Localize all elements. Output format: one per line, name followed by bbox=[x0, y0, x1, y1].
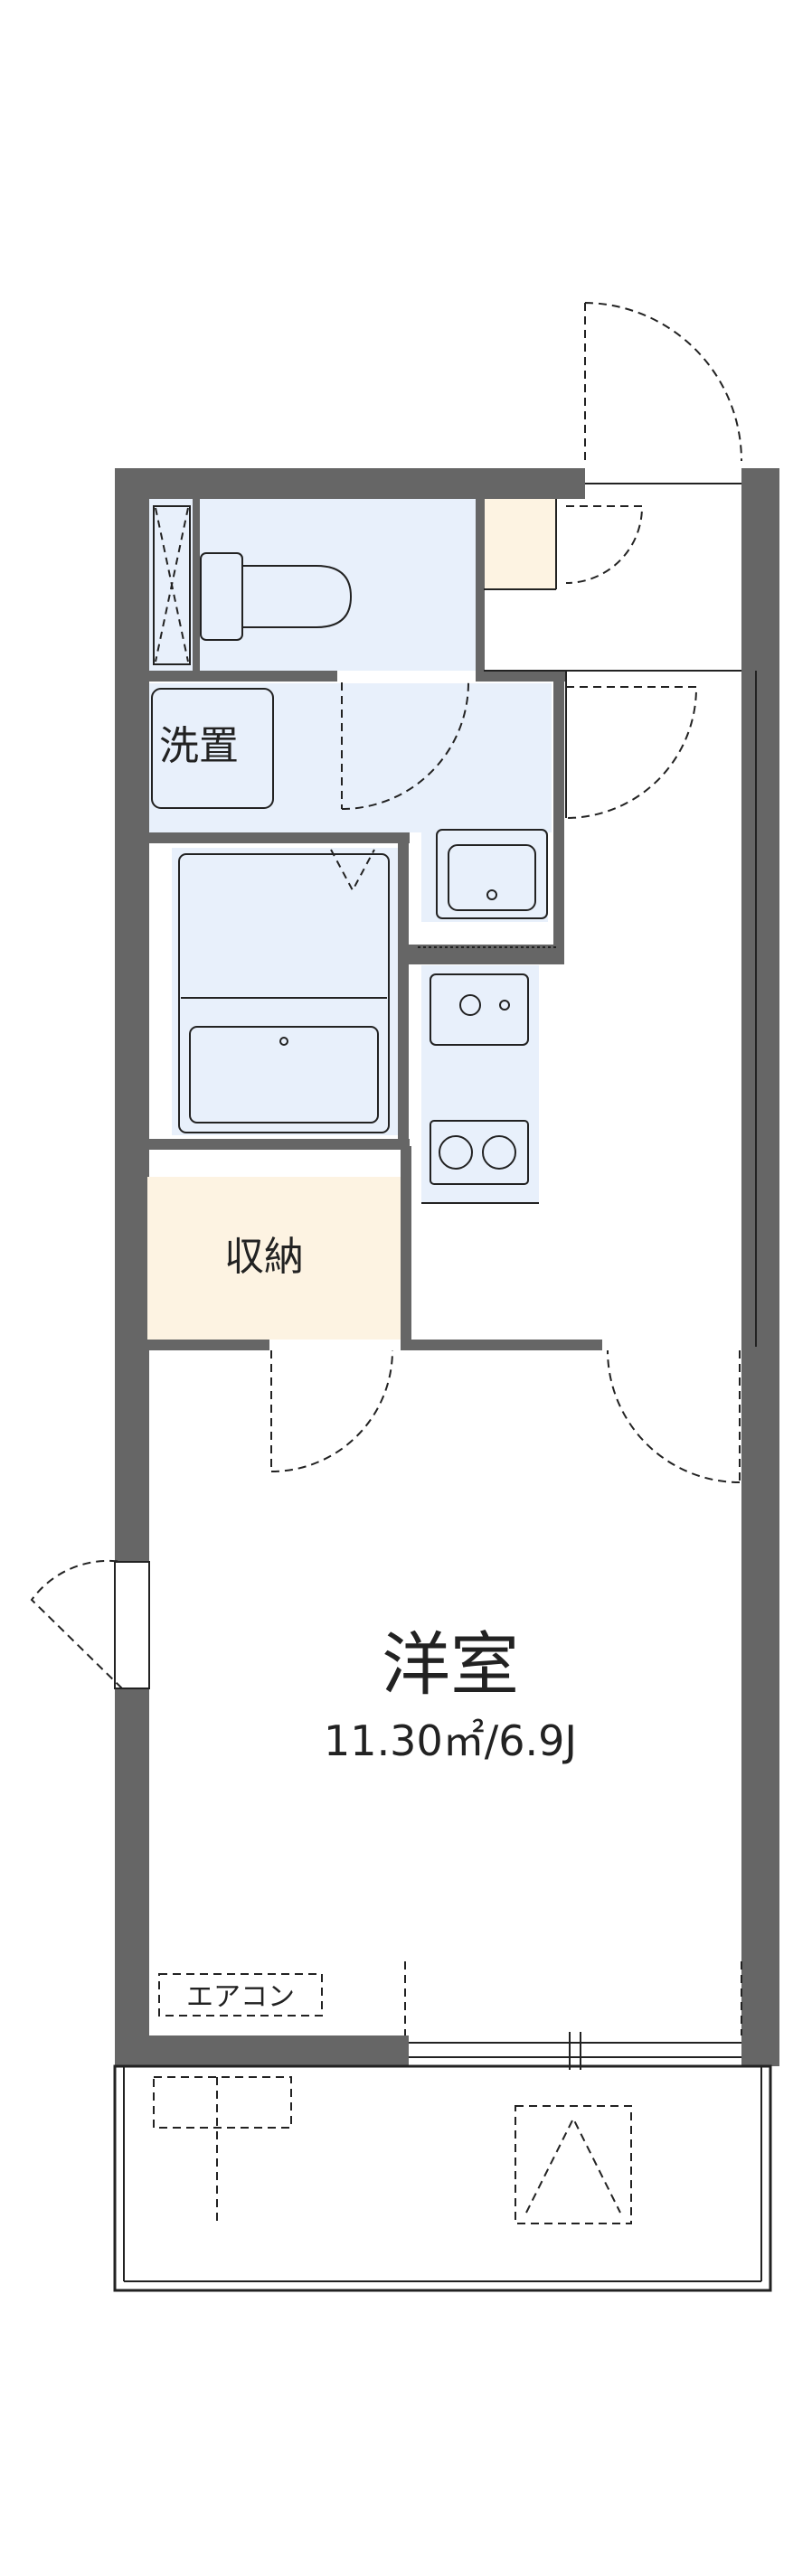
closet-box bbox=[153, 505, 191, 665]
toilet-bowl bbox=[241, 565, 353, 628]
wall-left-upper bbox=[115, 468, 149, 1562]
wall-bottom-right bbox=[741, 2035, 779, 2066]
entrance-door-inner bbox=[565, 505, 644, 584]
aircon-label: エアコン bbox=[186, 1981, 295, 2013]
entrance-door bbox=[584, 302, 742, 462]
evac-ladder bbox=[525, 2116, 621, 2214]
walls bbox=[115, 468, 779, 2066]
wall-inner-toilet-left bbox=[193, 499, 200, 675]
shoe-box bbox=[484, 499, 556, 589]
burner-2 bbox=[482, 1135, 516, 1170]
wall-inner-toilet bbox=[476, 499, 485, 680]
laundry-label: 洗置 bbox=[159, 723, 239, 769]
bathtub-drain bbox=[279, 1037, 288, 1046]
wall-bottom-left bbox=[115, 2035, 409, 2066]
toilet-door bbox=[341, 682, 469, 810]
wall-bath-top bbox=[147, 832, 410, 843]
outdoor-unit bbox=[153, 2076, 292, 2129]
wall-inner-h2 bbox=[476, 671, 566, 682]
room-door-left bbox=[270, 1349, 393, 1472]
toilet-tank bbox=[200, 552, 243, 641]
kitchen-drain bbox=[499, 1000, 510, 1011]
storage-box bbox=[147, 1177, 401, 1340]
balcony bbox=[113, 2064, 772, 2292]
side-window-swing bbox=[30, 1559, 123, 1689]
bath-door bbox=[330, 849, 375, 893]
washer-space bbox=[151, 688, 274, 809]
wall-bath-right bbox=[398, 832, 409, 1146]
storage-label: 収納 bbox=[224, 1234, 304, 1280]
wall-left-lower bbox=[115, 1688, 149, 2066]
wall-washroom-right bbox=[553, 671, 564, 964]
thin-lines bbox=[113, 483, 772, 2292]
room-name: 洋室 bbox=[382, 1624, 519, 1705]
side-window bbox=[114, 1561, 150, 1689]
wall-storage-right bbox=[401, 1146, 411, 1347]
closet-cross bbox=[155, 507, 189, 663]
aircon-box bbox=[158, 1973, 323, 2017]
wash-basin-inner bbox=[448, 844, 536, 911]
hall-door bbox=[565, 686, 698, 819]
bathtub-basin bbox=[189, 1026, 379, 1123]
wall-room-top-left bbox=[147, 1340, 269, 1350]
doors bbox=[30, 302, 742, 2224]
evac-hatch bbox=[515, 2105, 632, 2224]
kitchen-faucet bbox=[459, 994, 481, 1016]
wall-right bbox=[741, 468, 779, 2066]
fixtures bbox=[147, 505, 559, 1340]
room-size: 11.30㎡/6.9J bbox=[324, 1716, 577, 1765]
wall-kitchen-ledge bbox=[409, 945, 564, 964]
wall-room-top-mid bbox=[401, 1340, 602, 1350]
wash-basin-drain bbox=[486, 889, 497, 900]
wall-inner-h1 bbox=[147, 671, 337, 682]
wall-top-left bbox=[115, 468, 585, 499]
wall-bath-bottom bbox=[147, 1139, 410, 1150]
burner-1 bbox=[439, 1135, 473, 1170]
labels: 洗置 収納 洋室 11.30㎡/6.9J エアコン bbox=[159, 723, 577, 2013]
room-door-right bbox=[607, 1349, 741, 1483]
